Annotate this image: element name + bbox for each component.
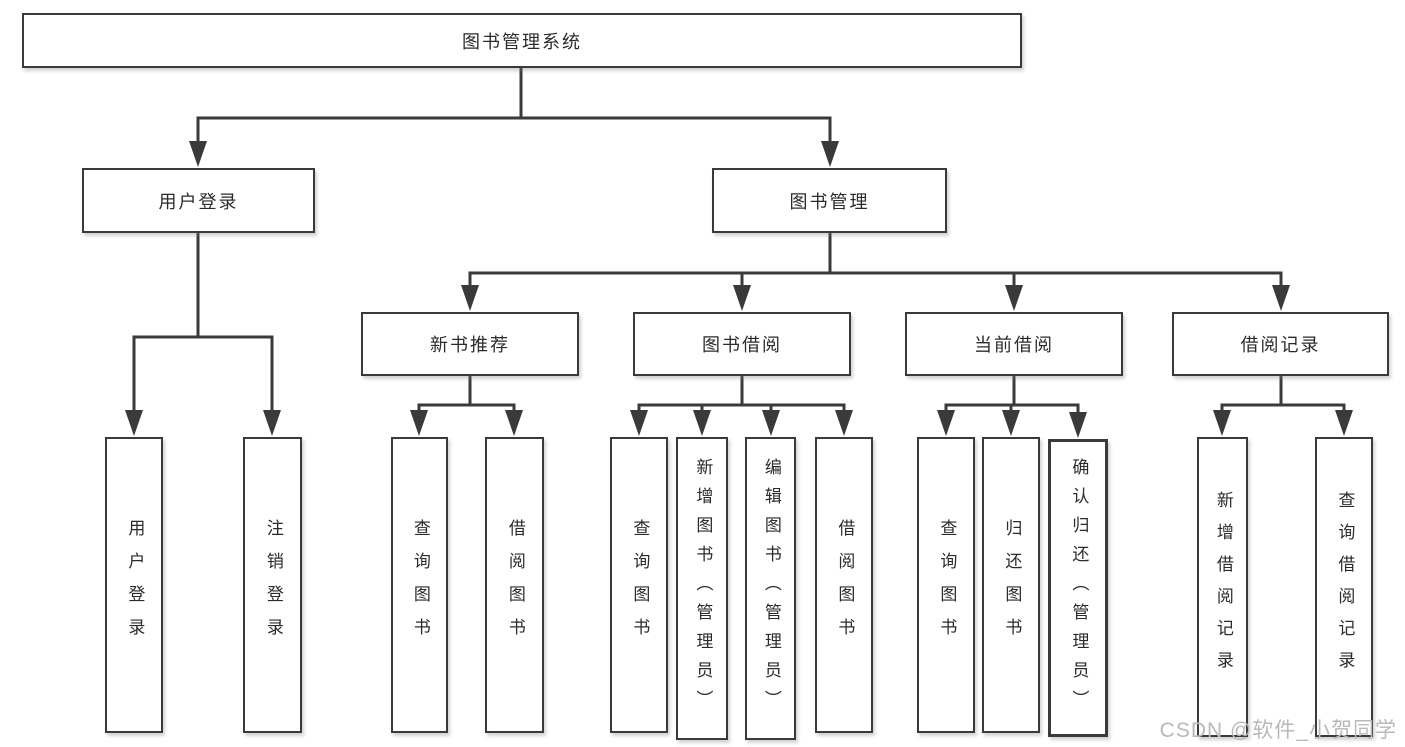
arrowhead	[505, 410, 523, 436]
node-library-system: 图书管理系统	[22, 13, 1022, 68]
node-new-book-recommend: 新书推荐	[361, 312, 579, 376]
node-label: 新书推荐	[430, 335, 510, 355]
leaf-query-books: 查询图书	[610, 437, 668, 733]
leaf-label: 查询图书	[410, 519, 430, 651]
arrowhead	[1213, 410, 1231, 436]
node-user-login: 用户登录	[82, 168, 315, 233]
leaf-borrow-books: 借阅图书	[485, 437, 544, 733]
leaf-label: 确认归还（管理员）	[1069, 457, 1089, 719]
arrowhead	[410, 410, 428, 436]
leaf-return-books: 归还图书	[982, 437, 1040, 733]
arrowhead	[630, 410, 648, 436]
node-label: 借阅记录	[1240, 335, 1321, 355]
leaf-label: 注销登录	[263, 519, 283, 651]
arrowhead	[835, 410, 853, 436]
arrowhead	[1069, 412, 1087, 438]
leaf-borrow-books: 借阅图书	[815, 437, 873, 733]
leaf-query-books: 查询图书	[391, 437, 448, 733]
leaf-add-books-admin: 新增图书（管理员）	[676, 437, 728, 740]
node-label: 用户登录	[158, 191, 239, 212]
node-borrowing-records: 借阅记录	[1172, 312, 1389, 376]
arrowhead	[733, 285, 751, 311]
leaf-add-borrow-record: 新增借阅记录	[1197, 437, 1248, 737]
leaf-user-login: 用户登录	[105, 437, 163, 733]
arrowhead	[821, 141, 839, 167]
leaf-logout: 注销登录	[243, 437, 302, 733]
arrowhead	[937, 410, 955, 436]
arrowhead	[263, 410, 281, 436]
leaf-label: 编辑图书（管理员）	[761, 458, 781, 719]
arrowhead	[762, 410, 780, 436]
node-current-borrowing: 当前借阅	[905, 312, 1123, 376]
arrowhead	[1005, 285, 1023, 311]
leaf-label: 借阅图书	[835, 519, 855, 651]
arrowhead	[1002, 410, 1020, 436]
node-label: 图书借阅	[702, 335, 782, 355]
leaf-label: 新增图书（管理员）	[693, 458, 713, 719]
leaf-confirm-return-admin: 确认归还（管理员）	[1048, 439, 1108, 737]
node-label: 图书管理系统	[462, 31, 582, 52]
leaf-label: 查询借阅记录	[1335, 491, 1355, 683]
leaf-label: 借阅图书	[505, 519, 525, 651]
csdn-watermark: CSDN @软件_小贺同学	[1159, 719, 1397, 742]
arrowhead	[125, 410, 143, 436]
node-label: 当前借阅	[974, 335, 1054, 355]
leaf-query-books: 查询图书	[917, 437, 975, 733]
leaf-label: 用户登录	[125, 519, 145, 651]
arrowhead	[693, 410, 711, 436]
node-label: 图书管理	[789, 191, 870, 212]
arrowhead	[461, 285, 479, 311]
leaf-label: 查询图书	[937, 519, 957, 651]
leaf-edit-books-admin: 编辑图书（管理员）	[745, 437, 796, 740]
leaf-label: 归还图书	[1002, 519, 1022, 651]
arrowhead	[1272, 285, 1290, 311]
node-book-management: 图书管理	[712, 168, 947, 233]
leaf-label: 新增借阅记录	[1213, 491, 1233, 683]
leaf-label: 查询图书	[630, 519, 650, 651]
arrowhead	[189, 141, 207, 167]
node-book-borrowing: 图书借阅	[633, 312, 851, 376]
arrowhead	[1335, 410, 1353, 436]
leaf-query-borrow-record: 查询借阅记录	[1315, 437, 1373, 737]
